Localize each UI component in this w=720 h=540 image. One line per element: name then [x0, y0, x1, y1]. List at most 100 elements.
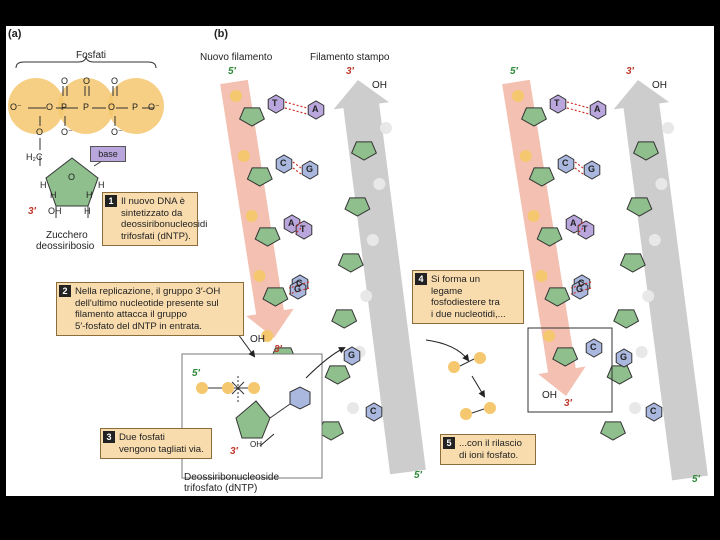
oxygen-top-1: O	[61, 76, 69, 86]
base-letter-A: A	[312, 104, 319, 114]
left-template-phosphate	[373, 178, 386, 190]
left-template-5prime: 5′	[414, 470, 422, 481]
left-template-phosphate	[360, 290, 373, 302]
right-template-base	[571, 280, 589, 300]
right-template-sugar	[613, 309, 640, 329]
base-letter-G: G	[348, 350, 356, 360]
left-template-sugar	[337, 253, 364, 273]
left-template-sugar	[344, 197, 371, 217]
left-template-base	[307, 100, 325, 120]
left-new-oh: OH	[250, 334, 265, 345]
right-template-sugar	[633, 141, 659, 161]
left-template-base	[295, 220, 313, 240]
right-template-phosphate	[648, 234, 661, 246]
left-new-phosphate	[253, 270, 266, 282]
triphosphate-group	[8, 55, 164, 218]
right-new-sugar	[521, 107, 547, 127]
panel-a-label: (a)	[8, 28, 22, 40]
dntp-label-1: Deossiribonucleoside	[184, 472, 280, 483]
left-hbond	[292, 161, 302, 169]
right-template-sugar	[619, 253, 646, 273]
fosfati-label: Fosfati	[76, 50, 107, 61]
right-new-phosphate	[527, 210, 540, 222]
right-new-3prime: 3′	[564, 398, 572, 409]
sugar-label-1: Zucchero	[46, 230, 88, 241]
left-new-sugar	[239, 107, 265, 127]
right-hbond	[574, 161, 584, 169]
left-new-phosphate	[261, 330, 274, 342]
new-strand-header: Nuovo filamento	[200, 52, 273, 63]
right-template-phosphate	[662, 122, 674, 134]
base-letter-T: T	[554, 98, 560, 108]
base-letter-T: T	[300, 224, 306, 234]
base-letter-C: C	[578, 278, 585, 288]
h-right: H	[98, 180, 105, 190]
left-template-strand-arrow	[333, 80, 426, 475]
right-template-3prime: 3′	[626, 66, 634, 77]
oxygen-top-2: O	[83, 76, 91, 86]
panel-a-3prime: 3′	[28, 206, 36, 217]
left-template-sugar	[318, 421, 344, 441]
dntp-oh: OH	[250, 440, 262, 449]
left-template-base	[289, 280, 307, 300]
left-template-phosphate	[366, 234, 379, 246]
right-template-phosphate	[635, 346, 648, 358]
base-letter-A: A	[288, 218, 295, 228]
replication-artwork	[8, 55, 708, 481]
right-template-5prime: 5′	[692, 474, 700, 485]
process-arrows	[237, 333, 470, 447]
incoming-dntp	[181, 353, 323, 479]
right-hbond	[574, 167, 584, 175]
base-letter-A: A	[570, 218, 577, 228]
left-new-base	[275, 154, 293, 174]
right-new-phosphate	[519, 150, 532, 162]
left-new-3prime: 3′	[274, 344, 282, 355]
oxygen-bottom-0: O	[36, 127, 44, 137]
right-hbond	[576, 227, 584, 235]
right-hbond	[570, 287, 592, 295]
left-new-sugar	[262, 287, 289, 307]
left-hbond	[284, 101, 308, 109]
left-hbond	[284, 107, 308, 115]
left-template-sugar	[331, 309, 358, 329]
o-bridge-1: O	[46, 102, 54, 112]
right-hbond	[566, 101, 590, 109]
right-hbond	[570, 281, 592, 289]
base-letter-C: C	[562, 158, 569, 168]
base-letter-T: T	[272, 98, 278, 108]
h-lower-right: H	[86, 190, 93, 200]
left-hbond	[294, 227, 302, 235]
left-template-sugar	[351, 141, 377, 161]
h-bottom: H	[84, 206, 91, 216]
right-new-phosphate	[512, 90, 524, 102]
diagram-canvas: (a) (b) Fosfati O⁻ O P O O⁻ O P O O O⁻ P…	[6, 26, 714, 496]
template-strand-header: Filamento stampo	[310, 52, 390, 63]
panel-a-oh: OH	[48, 206, 62, 216]
left-new-sugar	[254, 227, 281, 247]
left-hbond	[288, 287, 310, 295]
right-hbond	[576, 221, 584, 229]
base-letter-G: G	[576, 284, 584, 294]
right-template-base	[615, 348, 633, 368]
right-template-sugar	[606, 365, 633, 385]
dntp-label-2: trifosfato (dNTP)	[184, 483, 258, 494]
left-template-oh: OH	[372, 80, 387, 91]
left-new-5prime: 5′	[228, 66, 236, 77]
left-template-base	[301, 160, 319, 180]
right-template-base	[589, 100, 607, 120]
base-letter-G: G	[306, 164, 314, 174]
phosphorus-3: P	[132, 102, 139, 112]
phosphorus-2: P	[83, 102, 90, 112]
left-new-phosphate	[230, 90, 242, 102]
left-new-base	[267, 94, 285, 114]
base-letter-C: C	[590, 342, 597, 352]
right-new-sugar	[536, 227, 563, 247]
oxygen-top-3: O	[111, 76, 119, 86]
right-template-phosphate	[655, 178, 668, 190]
sugar-label-2: deossiribosio	[36, 241, 95, 252]
left-template-phosphate	[380, 122, 392, 134]
base-letter-T: T	[582, 224, 588, 234]
left-template-phosphate	[347, 402, 359, 414]
